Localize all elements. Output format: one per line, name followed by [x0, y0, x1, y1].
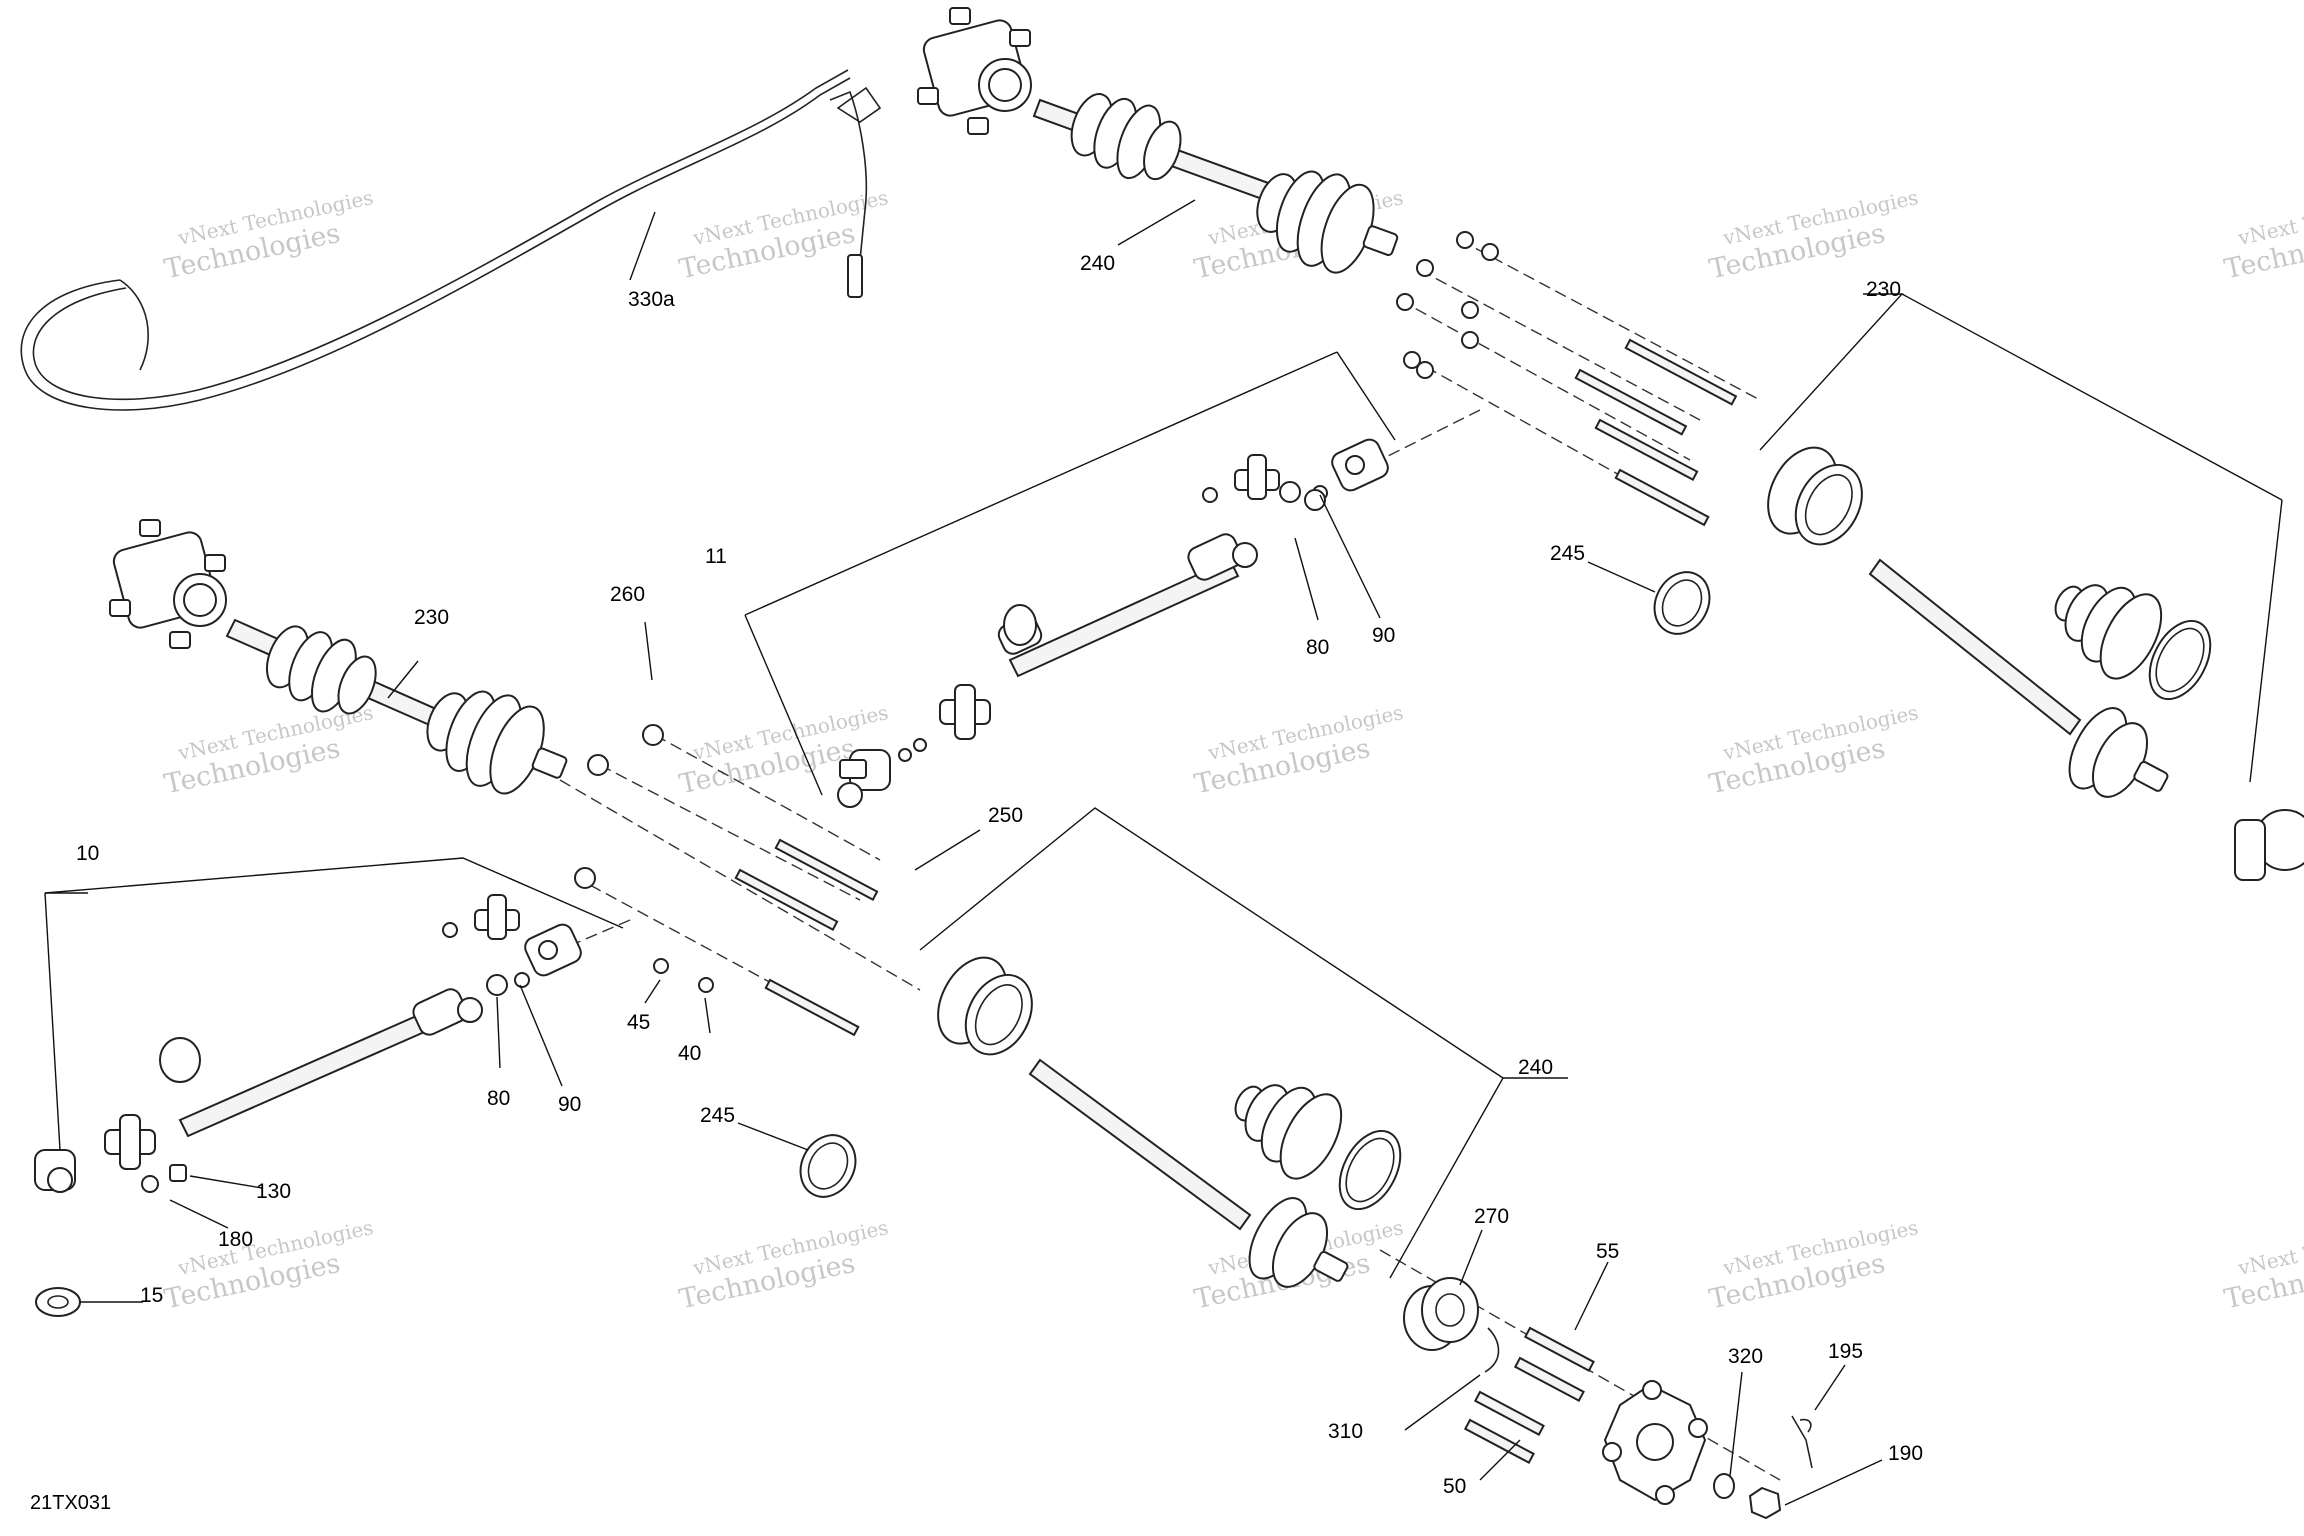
part-195-cotter-pin [1791, 1415, 1813, 1469]
part-310-circlip [1484, 1327, 1500, 1373]
yoke-upper [1331, 438, 1389, 492]
wheel-hub-flange [1602, 1380, 1708, 1505]
callout-250: 250 [988, 804, 1023, 827]
part-240-bottom-axle [937, 956, 1402, 1288]
boot-right [2054, 584, 2163, 680]
callout-310: 310 [1328, 1420, 1363, 1443]
callout-11: 11 [705, 545, 727, 568]
callout-labels: 330a 240 230 245 80 90 11 260 230 250 10… [76, 252, 1923, 1498]
yoke-lower [524, 923, 582, 977]
bolts-upper-group [1396, 231, 1761, 527]
part-240-top-axle [917, 7, 1399, 274]
u-joint-left [104, 1114, 156, 1170]
wheel-hub-knuckle-left [109, 519, 227, 649]
part-320-washer [1713, 1473, 1735, 1499]
callout-130: 130 [256, 1180, 291, 1203]
callout-230-left: 230 [414, 606, 449, 629]
part-50-studs [1463, 1390, 1545, 1464]
callout-55: 55 [1596, 1240, 1619, 1263]
callout-10: 10 [76, 842, 99, 865]
callout-180: 180 [218, 1228, 253, 1251]
u-joint-lower [474, 894, 520, 940]
callout-40: 40 [678, 1042, 701, 1065]
figure-code: 21TX031 [30, 1492, 111, 1514]
part-190-nut [1748, 1486, 1782, 1520]
part-11-prop-shaft [837, 409, 1481, 808]
leader-lines [44, 199, 2283, 1506]
callout-80-upper: 80 [1306, 636, 1329, 659]
callout-50: 50 [1443, 1475, 1466, 1498]
callout-80-lower: 80 [487, 1087, 510, 1110]
callout-270: 270 [1474, 1205, 1509, 1228]
bolts-middle-group [559, 724, 921, 1037]
hub-assembly-bottom [1379, 1249, 1813, 1520]
u-joint-upper [1234, 454, 1280, 500]
callout-245-right: 245 [1550, 542, 1585, 565]
callout-260: 260 [610, 583, 645, 606]
part-245-seal-left [799, 1134, 857, 1198]
callout-245-left: 245 [700, 1104, 735, 1127]
callout-240-top: 240 [1080, 252, 1115, 275]
callout-90-lower: 90 [558, 1093, 581, 1116]
part-55-studs [1513, 1326, 1595, 1402]
callout-45: 45 [627, 1011, 650, 1034]
callout-190: 190 [1888, 1442, 1923, 1465]
part-245-seal-right [1653, 571, 1711, 635]
u-joint-mid [939, 684, 991, 740]
wheel-hub-knuckle-right [2234, 809, 2304, 881]
boot-bottom [1234, 1084, 1343, 1180]
wheel-hub-knuckle-top [917, 7, 1032, 135]
part-270-bearing [1403, 1277, 1479, 1351]
part-230-left-axle [109, 519, 568, 795]
callout-195: 195 [1828, 1340, 1863, 1363]
callout-240-bottom: 240 [1518, 1056, 1553, 1079]
callout-230-right: 230 [1866, 278, 1901, 301]
callout-320: 320 [1728, 1345, 1763, 1368]
part-230-right-axle [1767, 446, 2304, 881]
part-330a-cable [20, 69, 882, 411]
callout-90-upper: 90 [1372, 624, 1395, 647]
callout-15: 15 [140, 1284, 163, 1307]
part-10-prop-shaft [34, 894, 714, 1317]
callout-330a: 330a [628, 288, 675, 311]
